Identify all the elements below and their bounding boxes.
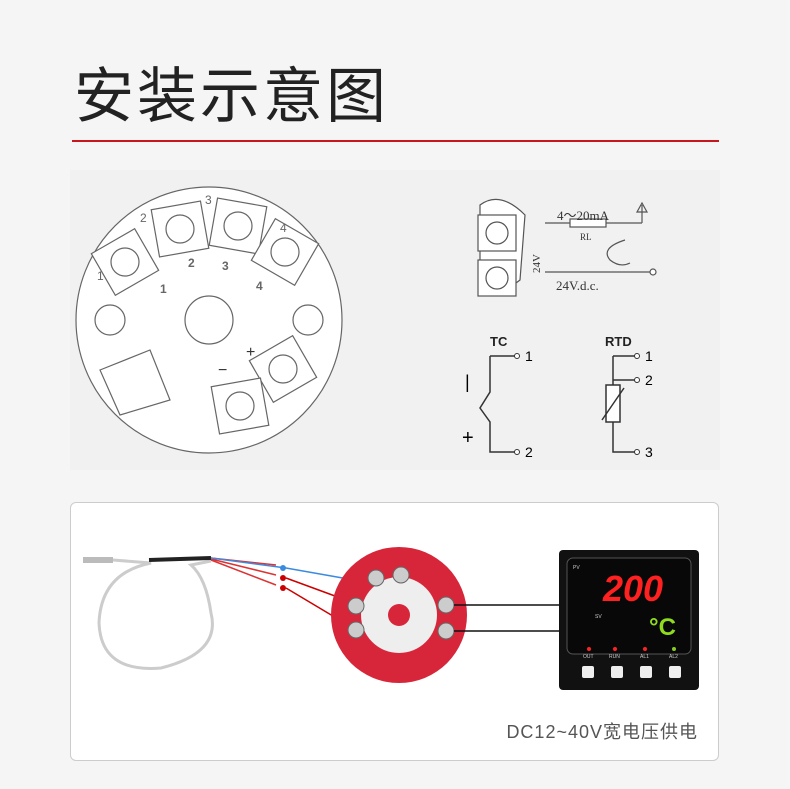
set-button[interactable] — [582, 666, 594, 678]
pv-display: 200 — [602, 568, 663, 609]
terminal-voltage-label: 24V — [531, 254, 543, 273]
transmitter-module — [331, 547, 467, 683]
rtd-pin-1: 1 — [645, 348, 653, 364]
module-minus: − — [218, 362, 227, 379]
rtd-pin-3: 3 — [645, 444, 653, 460]
module-plus: + — [246, 344, 255, 361]
title-divider — [72, 140, 719, 142]
power-supply-caption: DC12~40V宽电压供电 — [506, 722, 698, 742]
pv-label: PV — [573, 565, 580, 571]
rtd-label: RTD — [605, 334, 632, 349]
temperature-controller: PV 200 SV °C OUT RUN AL1 AL2 — [559, 550, 699, 690]
up-button[interactable] — [669, 666, 681, 678]
tc-pin-1: 1 — [525, 348, 533, 364]
resistor-label: RL — [580, 232, 592, 242]
transmitter-module-drawing — [75, 186, 343, 454]
sv-display: °C — [649, 614, 676, 641]
inner-label-2: 2 — [188, 256, 195, 270]
terminal-number-1: 1 — [97, 269, 104, 283]
down-button[interactable] — [640, 666, 652, 678]
tc-diagram: TC 1 2 | + — [462, 334, 533, 460]
tc-minus: | — [465, 372, 470, 392]
led-run: RUN — [609, 654, 620, 660]
current-label: 4～20mA — [557, 208, 610, 223]
led-al2: AL2 — [669, 654, 678, 660]
connection-example-panel: PV 200 SV °C OUT RUN AL1 AL2 DC12~40V宽电压… — [70, 502, 719, 761]
rtd-diagram: RTD 1 2 3 — [601, 334, 653, 460]
tc-pin-2: 2 — [525, 444, 533, 460]
inner-label-4: 4 — [256, 279, 263, 293]
led-out: OUT — [583, 654, 594, 660]
tc-label: TC — [490, 334, 508, 349]
supply-label: 24V.d.c. — [556, 278, 599, 293]
connection-photo: PV 200 SV °C OUT RUN AL1 AL2 — [83, 547, 699, 690]
installation-diagram: 1 2 3 4 1 2 3 4 + − 4～20mA RL 24V.d.c. 2… — [70, 170, 720, 470]
terminal-number-2: 2 — [140, 211, 147, 225]
sv-label: SV — [595, 614, 602, 620]
shift-button[interactable] — [611, 666, 623, 678]
page-title: 安装示意图 — [74, 62, 389, 132]
tc-plus: + — [462, 427, 474, 449]
led-al1: AL1 — [640, 654, 649, 660]
inner-label-3: 3 — [222, 259, 229, 273]
terminal-number-4: 4 — [280, 221, 287, 235]
rtd-pin-2: 2 — [645, 372, 653, 388]
terminal-number-3: 3 — [205, 193, 212, 207]
output-wiring-diagram — [477, 198, 657, 297]
temperature-probe — [83, 556, 214, 670]
inner-label-1: 1 — [160, 282, 167, 296]
